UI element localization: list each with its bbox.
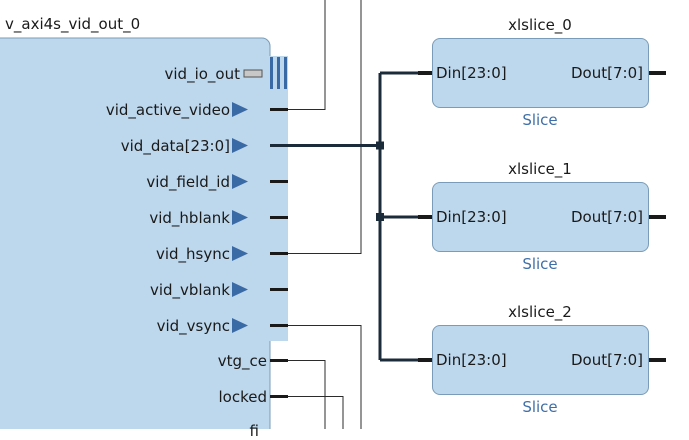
net-locked bbox=[288, 396, 344, 429]
main-block-title: v_axi4s_vid_out_0 bbox=[5, 15, 141, 33]
slice-type-label: Slice bbox=[522, 111, 558, 129]
slice-din-label: Din[23:0] bbox=[436, 64, 507, 82]
slice-dout-label: Dout[7:0] bbox=[571, 208, 643, 226]
junction-dot bbox=[376, 141, 384, 150]
slice-din-label: Din[23:0] bbox=[436, 351, 507, 369]
net-vid-hsync bbox=[288, 0, 362, 254]
port-label: vid_field_id bbox=[146, 173, 230, 191]
main-block-body[interactable] bbox=[0, 37, 271, 429]
slice-dout-label: Dout[7:0] bbox=[571, 351, 643, 369]
slice-dout-label: Dout[7:0] bbox=[571, 64, 643, 82]
pin-stubs bbox=[270, 108, 288, 398]
port-label: vid_hsync bbox=[155, 245, 230, 263]
xlslice-2-block[interactable] bbox=[432, 325, 649, 395]
vid-io-out-connector[interactable] bbox=[243, 69, 263, 78]
output-pin-triangles bbox=[232, 102, 248, 333]
port-band bbox=[268, 56, 288, 341]
port-label: locked bbox=[218, 388, 268, 406]
port-label: vid_vsync bbox=[156, 317, 230, 335]
slice-title: xlslice_1 bbox=[508, 160, 572, 178]
slice-title: xlslice_0 bbox=[508, 16, 572, 34]
port-label: vid_active_video bbox=[105, 101, 230, 119]
xlslice-0-block[interactable] bbox=[432, 38, 649, 108]
junction-dot bbox=[376, 213, 384, 221]
port-label: vid_data[23:0] bbox=[120, 137, 230, 155]
bus-nets[interactable] bbox=[270, 71, 432, 362]
slice-title: xlslice_2 bbox=[508, 303, 572, 321]
pin-arrow-icon bbox=[232, 174, 248, 189]
pin-arrow-icon bbox=[232, 138, 248, 153]
pin-arrow-icon bbox=[232, 246, 248, 261]
pin-arrow-icon bbox=[232, 282, 248, 297]
port-label: vid_vblank bbox=[149, 281, 230, 299]
wiring-canvas bbox=[0, 0, 666, 429]
slice-din-label: Din[23:0] bbox=[436, 208, 507, 226]
port-label: vid_hblank bbox=[149, 209, 230, 227]
slice-type-label: Slice bbox=[522, 398, 558, 416]
pin-arrow-icon bbox=[232, 102, 248, 117]
pin-arrow-icon bbox=[232, 318, 248, 333]
xlslice-1-block[interactable] bbox=[432, 182, 649, 252]
bus-junctions bbox=[376, 141, 384, 221]
port-label: fi bbox=[249, 422, 259, 440]
port-label: vtg_ce bbox=[217, 352, 267, 370]
net-vid-active-video bbox=[288, 0, 326, 110]
single-bit-nets[interactable] bbox=[288, 0, 362, 429]
port-label: vid_io_out bbox=[164, 65, 240, 83]
slice-type-label: Slice bbox=[522, 255, 558, 273]
slice-input-stubs bbox=[418, 71, 434, 362]
pin-arrow-icon bbox=[232, 210, 248, 225]
net-vid-vsync bbox=[288, 325, 362, 429]
interface-port-icon[interactable] bbox=[270, 57, 287, 89]
slice-output-stubs bbox=[648, 71, 666, 362]
net-vtg-ce bbox=[288, 360, 326, 429]
